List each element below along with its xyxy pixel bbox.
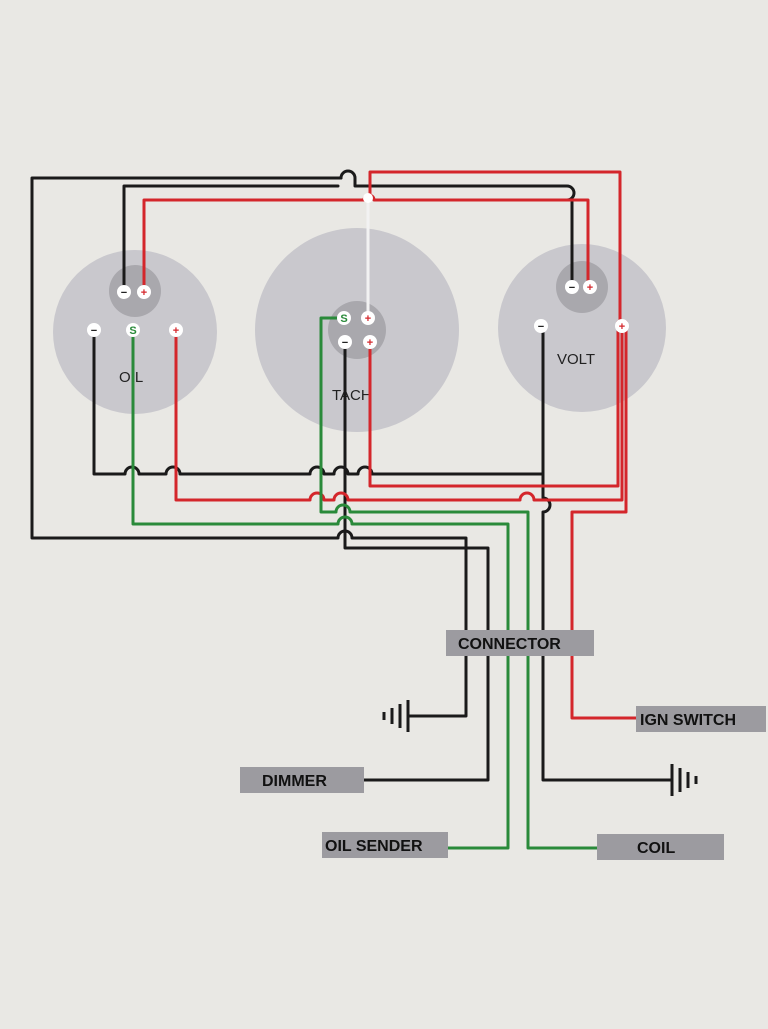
volt-power-terminal (615, 319, 629, 333)
dimmer-box: DIMMER (240, 767, 364, 793)
oil-hub-neg-terminal (117, 285, 131, 299)
black-light-bus (92, 328, 545, 476)
volt-ground-terminal-glyph: − (538, 321, 544, 333)
volt-gauge-face (498, 244, 666, 412)
oil-sender-terminal (126, 323, 140, 337)
volt-gauge-label: VOLT (557, 351, 595, 368)
volt-gauge: VOLT (498, 244, 666, 412)
oil-sender-terminal-glyph: S (129, 325, 136, 337)
red-ign-feed (570, 320, 638, 720)
green-tach-coil (319, 316, 600, 850)
volt-hub-pos-terminal (583, 280, 597, 294)
green-wires (131, 316, 600, 850)
green-oil-sender (131, 328, 510, 850)
oil-hub-pos-terminal (137, 285, 151, 299)
tach-ground-terminal (338, 335, 352, 349)
dimmer-label: DIMMER (262, 773, 327, 790)
tach-gauge-label: TACH (332, 387, 372, 404)
volt-gauge-hub (556, 261, 608, 313)
volt-ground-terminal (534, 319, 548, 333)
volt-hub-pos-terminal-glyph: + (587, 282, 593, 294)
tach-power-terminal (363, 335, 377, 349)
oil-hub-neg-terminal-glyph: − (121, 287, 127, 299)
oil-gauge-label: OIL (119, 369, 143, 386)
oil-hub-pos-terminal-glyph: + (141, 287, 147, 299)
oil-ground-terminal (87, 323, 101, 337)
ground-symbol-icon (382, 700, 410, 732)
top-junction-terminal (363, 193, 373, 203)
terminals: − + − S + S + − + − + − + (87, 193, 629, 349)
coil-box: COIL (597, 834, 724, 860)
oil-gauge-hub (109, 265, 161, 317)
tach-white-terminal (361, 311, 375, 325)
red-oil-power (174, 320, 624, 502)
tach-signal-terminal (337, 311, 351, 325)
ground-symbol-icon (670, 764, 698, 796)
volt-hub-neg-terminal (565, 280, 579, 294)
tach-gauge-hub (328, 301, 386, 359)
coil-label: COIL (637, 840, 675, 857)
connector-box: CONNECTOR (446, 630, 594, 656)
black-oil-light (122, 184, 340, 294)
ign-switch-label: IGN SWITCH (640, 712, 736, 729)
volt-power-terminal-glyph: + (619, 321, 625, 333)
tach-ground-terminal-glyph: − (342, 337, 348, 349)
volt-hub-neg-terminal-glyph: − (569, 282, 575, 294)
oil-ground-terminal-glyph: − (91, 325, 97, 337)
tach-gauge: TACH (255, 228, 459, 432)
ign-switch-box: IGN SWITCH (636, 706, 766, 732)
oil-power-terminal (169, 323, 183, 337)
black-volt-ground (541, 472, 674, 782)
oil-power-terminal-glyph: + (173, 325, 179, 337)
tach-white-terminal-glyph: + (365, 313, 371, 325)
connector-label: CONNECTOR (458, 636, 561, 653)
tach-signal-terminal-glyph: S (340, 313, 347, 325)
red-tach-power (368, 320, 620, 488)
oil-sender-label: OIL SENDER (325, 838, 423, 855)
red-top-loop (368, 170, 622, 324)
tach-power-terminal-glyph: + (367, 337, 373, 349)
oil-sender-box: OIL SENDER (322, 832, 448, 858)
black-dimmer-feed (343, 340, 490, 782)
